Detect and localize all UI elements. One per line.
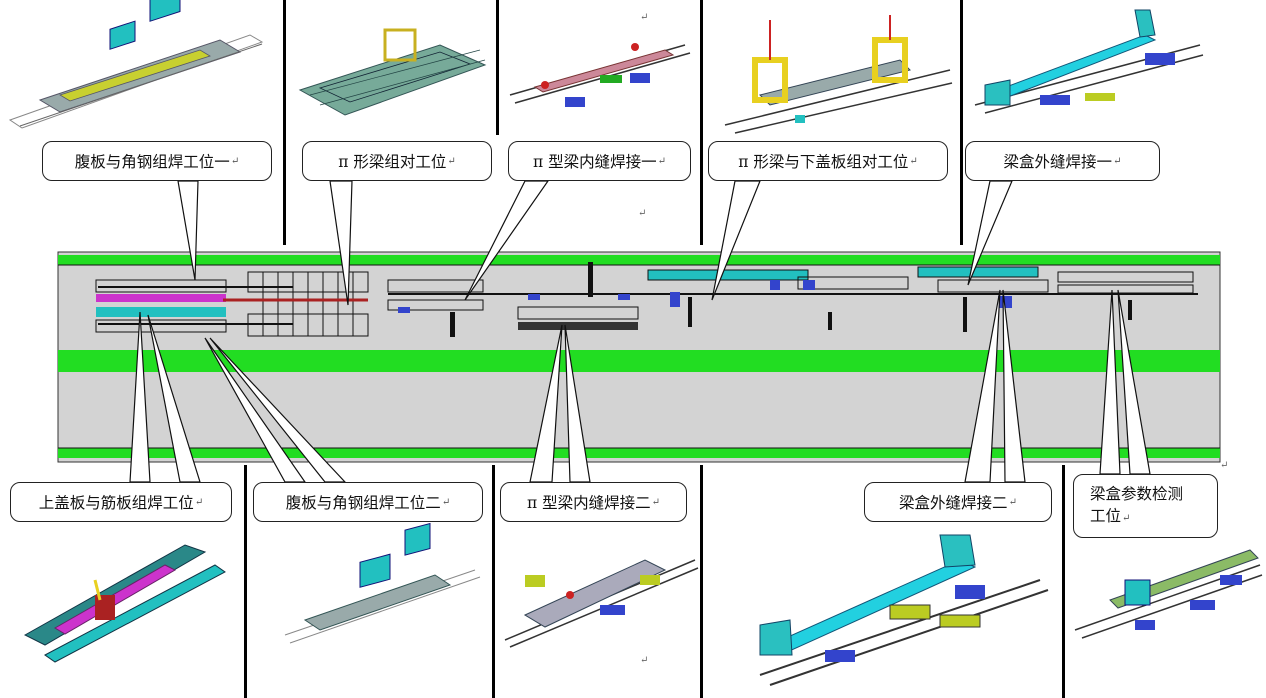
station-7-label: 腹板与角钢组焊工位二 xyxy=(285,494,441,512)
divider-line xyxy=(1062,465,1065,698)
station-1-label: 腹板与角钢组焊工位一 xyxy=(74,153,230,171)
station-6-label: 上盖板与筋板组焊工位 xyxy=(38,494,194,512)
station-7-3d-view xyxy=(284,522,481,644)
station-5-callout: 梁盒外缝焊接一↵ xyxy=(965,141,1160,181)
station-4-callout: π 形梁与下盖板组对工位↵ xyxy=(708,141,948,181)
station-7-callout: 腹板与角钢组焊工位二↵ xyxy=(253,482,483,522)
divider-line xyxy=(700,465,703,698)
return-mark: ↵ xyxy=(1008,496,1017,508)
return-mark: ↵ xyxy=(640,12,649,23)
station-6-callout: 上盖板与筋板组焊工位↵ xyxy=(10,482,232,522)
station-10-callout: 梁盒参数检测 工位↵ xyxy=(1073,474,1218,538)
divider-line xyxy=(244,465,247,698)
return-mark: ↵ xyxy=(194,496,204,508)
divider-line xyxy=(700,0,703,245)
return-mark: ↵ xyxy=(1122,512,1131,524)
divider-line xyxy=(496,0,499,135)
divider-line xyxy=(960,0,963,245)
station-4-label: π 形梁与下盖板组对工位 xyxy=(738,153,909,171)
station-8-3d-view xyxy=(504,559,699,648)
station-3-3d-view xyxy=(509,43,691,107)
return-mark: ↵ xyxy=(638,208,647,219)
station-1-callout: 腹板与角钢组焊工位一↵ xyxy=(42,141,272,181)
station-9-3d-view xyxy=(759,534,1049,686)
station-2-callout: π 形梁组对工位↵ xyxy=(302,141,492,181)
divider-line xyxy=(283,0,286,245)
return-mark: ↵ xyxy=(441,496,451,508)
station-6-3d-view xyxy=(23,544,226,663)
station-5-label: 梁盒外缝焊接一 xyxy=(1003,153,1113,171)
station-10-3d-view xyxy=(1074,549,1263,639)
station-8-label: π 型梁内缝焊接二 xyxy=(526,494,651,512)
station-10-label-line2: 工位 xyxy=(1090,506,1122,525)
return-mark: ↵ xyxy=(651,496,660,508)
station-9-label: 梁盒外缝焊接二 xyxy=(899,494,1008,512)
return-mark: ↵ xyxy=(447,155,456,167)
station-3-callout: π 型梁内缝焊接一↵ xyxy=(508,141,691,181)
return-mark: ↵ xyxy=(230,155,240,167)
return-mark: ↵ xyxy=(1113,155,1122,167)
divider-line xyxy=(492,465,495,698)
station-8-callout: π 型梁内缝焊接二↵ xyxy=(500,482,687,522)
station-9-callout: 梁盒外缝焊接二↵ xyxy=(864,482,1052,522)
return-mark: ↵ xyxy=(1220,460,1229,471)
station-5-3d-view xyxy=(974,9,1204,114)
return-mark: ↵ xyxy=(909,155,918,167)
station-2-3d-view xyxy=(298,28,487,116)
station-2-label: π 形梁组对工位 xyxy=(338,153,447,171)
floor-plan xyxy=(57,251,1221,463)
station-1-3d-view xyxy=(8,0,264,129)
station-4-3d-view xyxy=(724,15,953,134)
return-mark: ↵ xyxy=(640,655,649,666)
station-10-label-line1: 梁盒参数检测 xyxy=(1090,484,1184,503)
return-mark: ↵ xyxy=(657,155,666,167)
station-3-label: π 型梁内缝焊接一 xyxy=(532,153,657,171)
